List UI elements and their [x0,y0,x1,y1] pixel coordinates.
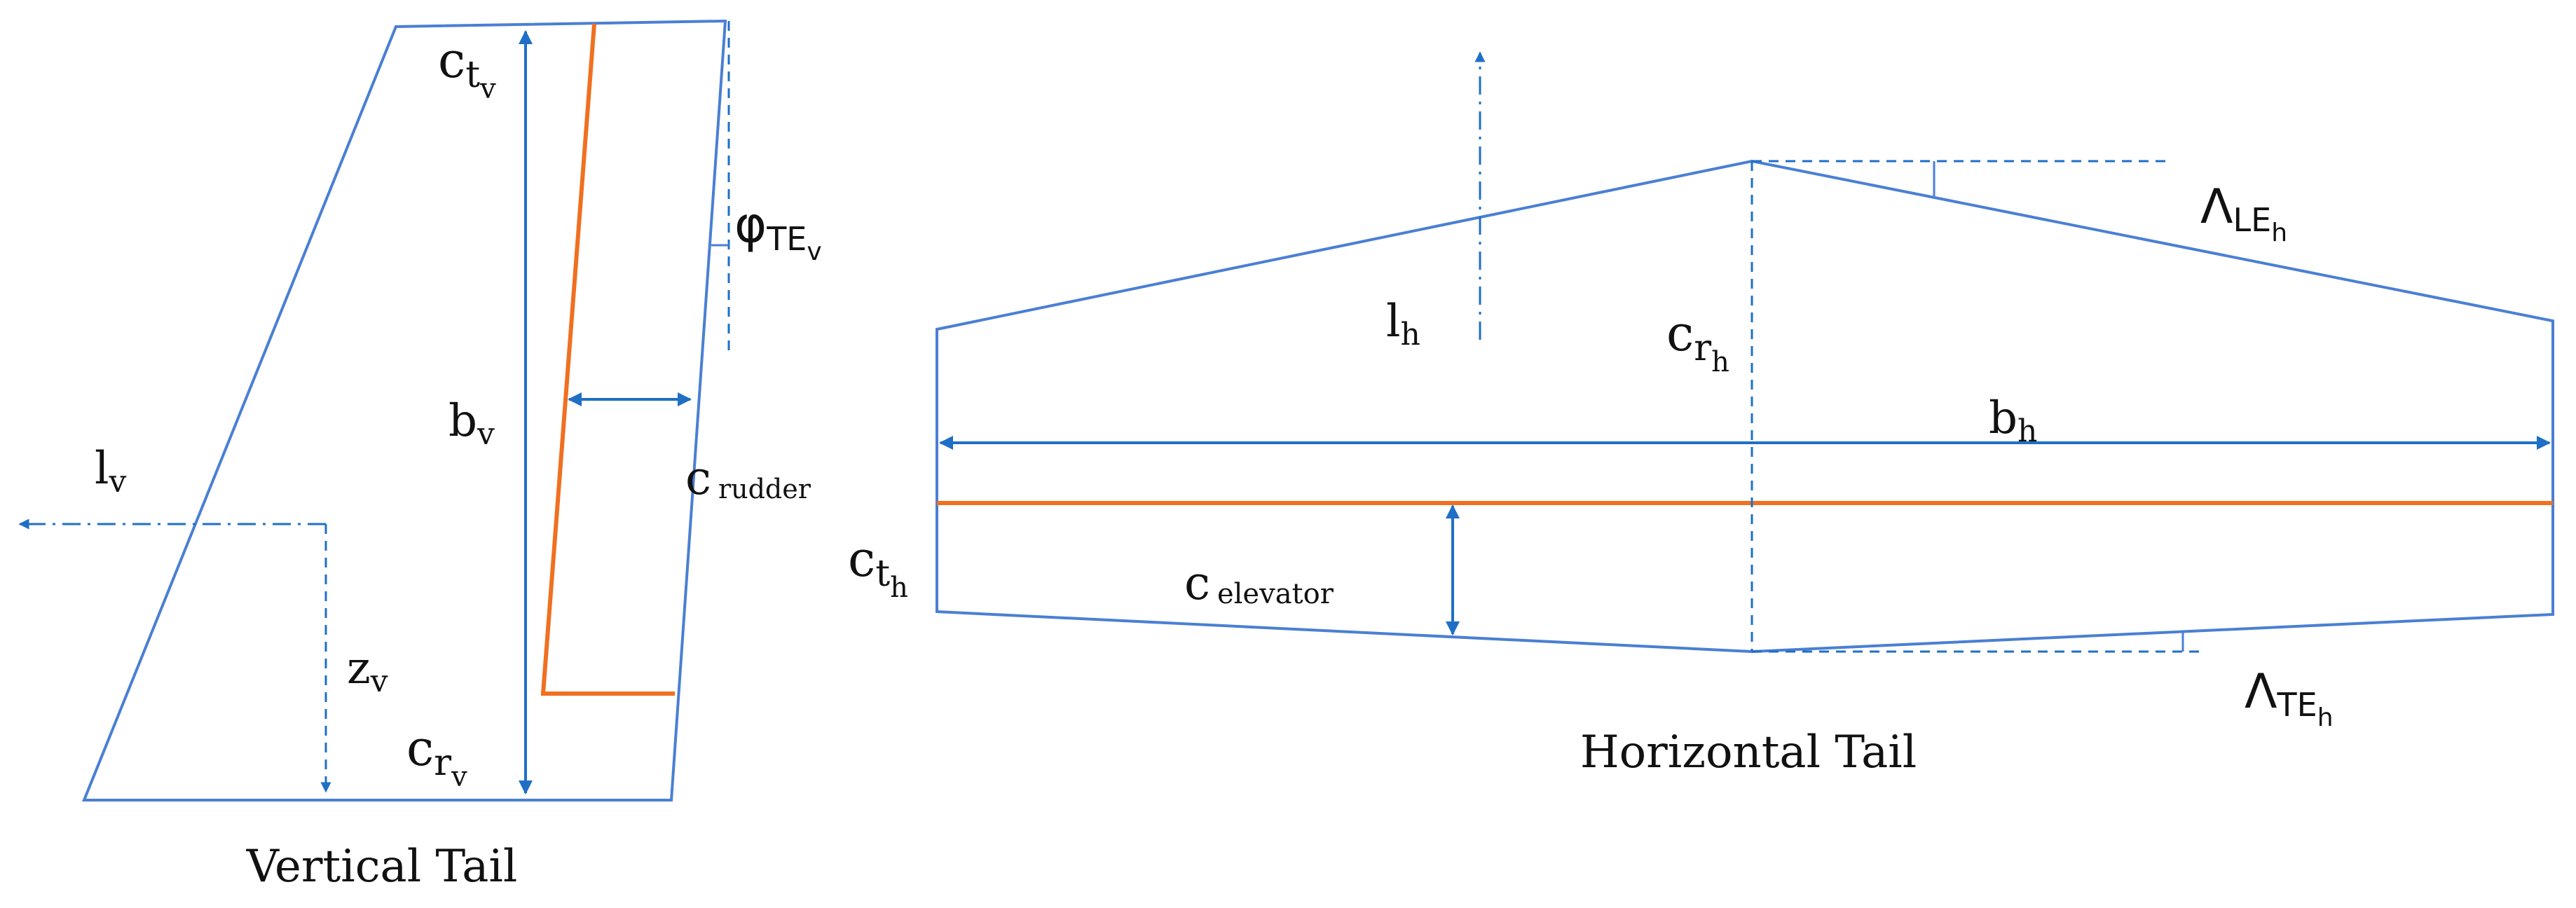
vt-span-label: bv [448,395,495,452]
vt-te-angle-label: φTEv [734,196,822,266]
ht-root-chord-label: crh [1666,305,1729,378]
vt-height-label: zv [347,642,388,699]
ht-caption: Horizontal Tail [1580,727,1917,778]
ht-span-label: bh [1989,392,2037,449]
vertical-tail-outline [82,19,727,802]
horizontal-tail [936,51,2554,654]
ht-tip-chord-label: cth [848,530,908,604]
vt-root-chord-label: crv [406,720,467,793]
vt-tip-chord-label: ctv [438,32,496,105]
ht-moment-arm-label: lh [1386,296,1420,352]
horizontal-tail-outline [936,159,2554,654]
ht-te-sweep-label: ΛTEh [2245,664,2334,732]
vertical-tail [18,19,730,802]
rudder-hinge-line [540,23,675,696]
ht-le-sweep-label: ΛLEh [2200,179,2287,247]
vt-moment-arm-label: lv [95,443,126,500]
vt-caption: Vertical Tail [246,841,518,893]
